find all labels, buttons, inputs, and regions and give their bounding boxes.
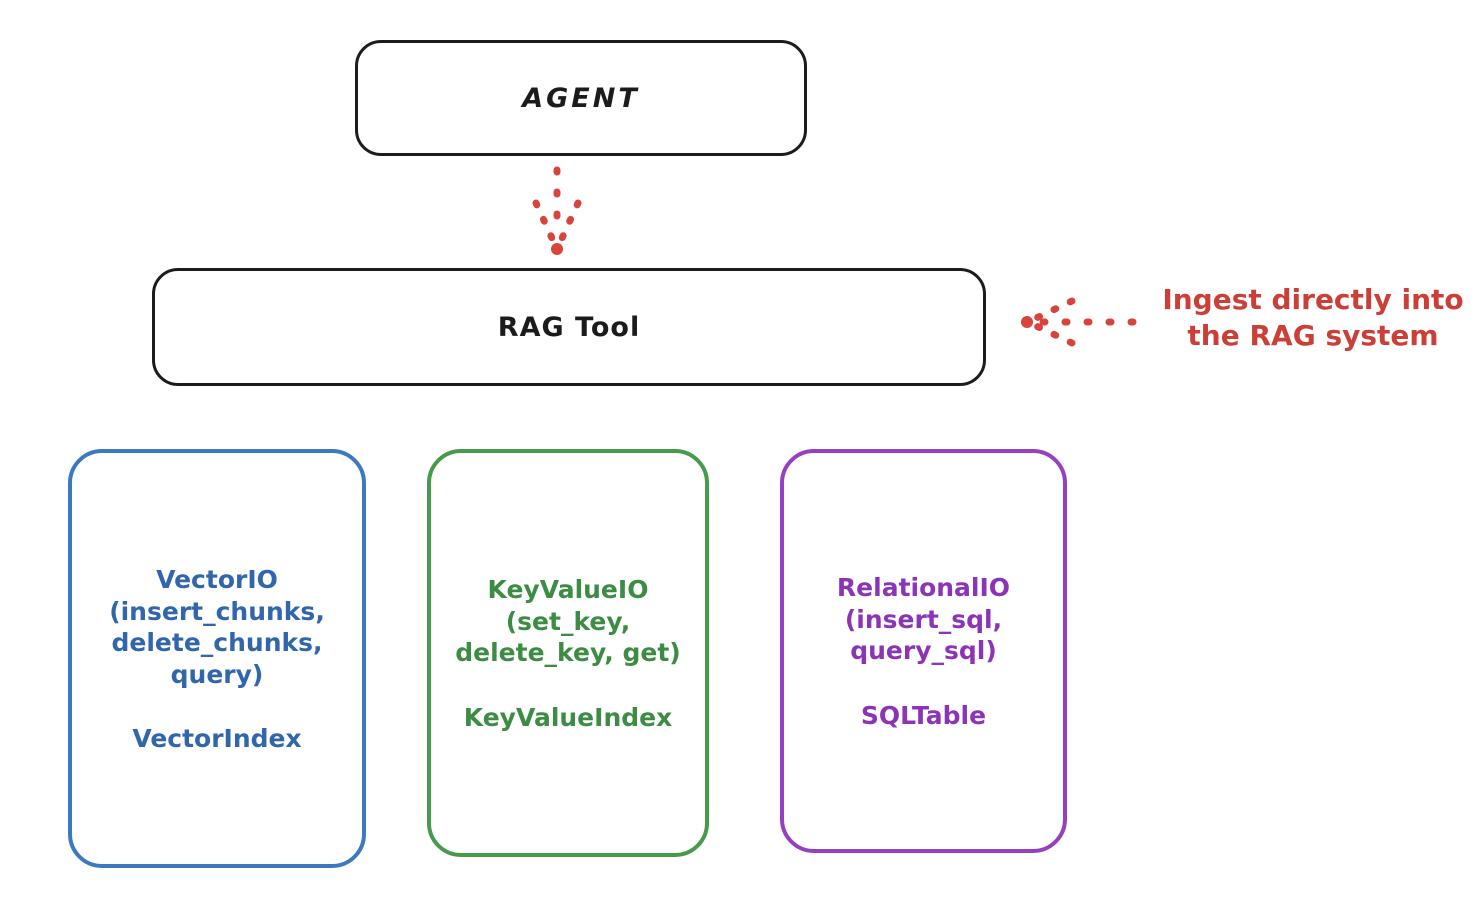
node-agent-label: AGENT <box>522 82 640 114</box>
node-vector-io-label: VectorIO (insert_chunks, delete_chunks, … <box>109 565 325 689</box>
agent-to-rag-tool-arrow <box>532 166 582 255</box>
node-vector-io[interactable]: VectorIO (insert_chunks, delete_chunks, … <box>68 449 366 868</box>
node-relational-io-index-label: SQLTable <box>860 700 987 730</box>
ingest-annotation-arrow <box>1021 297 1137 347</box>
node-rag-tool[interactable]: RAG Tool <box>152 268 986 386</box>
ingest-annotation-text: Ingest directly into the RAG system <box>1162 283 1464 352</box>
node-relational-io[interactable]: RelationalIO (insert_sql, query_sql) SQL… <box>780 449 1067 853</box>
node-key-value-io[interactable]: KeyValueIO (set_key, delete_key, get) Ke… <box>427 449 709 857</box>
node-key-value-io-index-label: KeyValueIndex <box>463 702 673 732</box>
node-rag-tool-label: RAG Tool <box>497 311 641 343</box>
node-key-value-io-label: KeyValueIO (set_key, delete_key, get) <box>455 575 681 668</box>
node-agent[interactable]: AGENT <box>355 40 807 156</box>
node-relational-io-label: RelationalIO (insert_sql, query_sql) <box>836 573 1011 666</box>
node-vector-io-index-label: VectorIndex <box>132 724 302 753</box>
